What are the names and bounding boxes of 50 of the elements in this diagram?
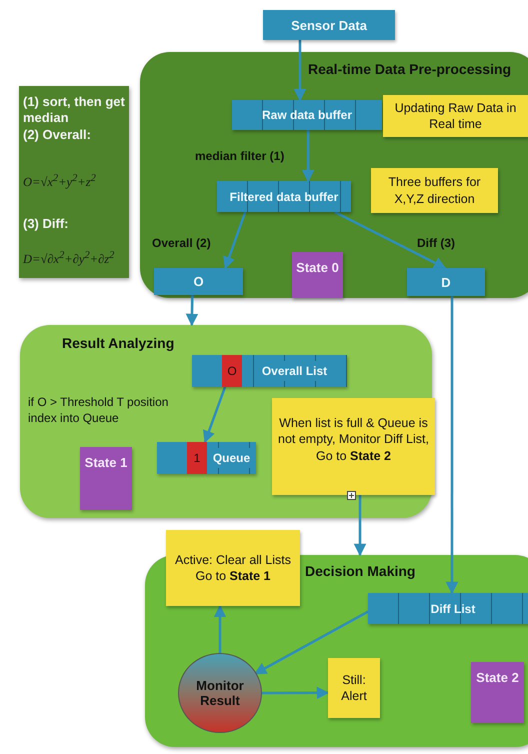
arrow — [202, 386, 226, 444]
formula-panel — [19, 86, 129, 278]
edge-label: Overall (2) — [150, 236, 213, 250]
formula: O=√x$^{2}$+y$^{2}$+z$^{2}$ — [23, 172, 97, 190]
state-box: State 2 — [471, 662, 524, 723]
formula: D=√∂x$^{2}$+∂y$^{2}$+∂z$^{2}$ — [23, 250, 116, 268]
process-box: Sensor Data — [263, 10, 395, 40]
state-box: State 1 — [80, 447, 132, 510]
note-text: Still: Alert — [340, 672, 368, 704]
group-title: Decision Making — [305, 563, 416, 579]
buffer-bar: Diff List — [368, 593, 528, 624]
group-panel — [140, 52, 528, 298]
process-box: D — [407, 268, 485, 296]
note-box — [383, 95, 528, 137]
arrow — [254, 610, 369, 675]
arrow — [334, 210, 446, 270]
group-title: Real-time Data Pre-processing — [308, 61, 512, 77]
monitor-circle: Monitor Result — [178, 653, 262, 733]
index-cell: 1 — [187, 442, 207, 474]
buffer-bar: Filtered data buffer — [217, 181, 351, 212]
arrow — [186, 294, 198, 326]
panel-text: (3) Diff: — [23, 216, 70, 232]
note-box — [371, 168, 498, 213]
edge-label: Diff (3) — [415, 236, 457, 250]
note-box — [328, 658, 380, 718]
arrow — [294, 40, 306, 102]
group-panel — [20, 325, 432, 518]
note-text: Active: Clear all Lists Go to State 1 — [174, 552, 292, 584]
group-panel — [145, 555, 528, 747]
arrow — [262, 686, 330, 700]
edge-label: median filter (1) — [193, 149, 286, 163]
buffer-bar — [192, 355, 347, 387]
buffer-bar: Raw data buffer — [232, 100, 382, 130]
note-text: Updating Raw Data in Real time — [394, 100, 518, 132]
arrow — [302, 130, 314, 182]
arrow — [354, 495, 366, 556]
buffer-bar — [157, 442, 256, 474]
process-box: O — [154, 268, 243, 295]
arrow — [214, 604, 226, 653]
panel-text: (1) sort, then get median — [23, 94, 125, 126]
note-text: When list is full & Queue is not empty, Monitor Diff List, Go to State 2 — [277, 415, 430, 464]
note-box — [166, 530, 300, 606]
panel-text: (2) Overall: — [23, 126, 92, 143]
note-text: if O > Threshold T position index into Queue — [28, 394, 170, 426]
state-box: State 0 — [292, 252, 343, 298]
note-text: Three buffers for X,Y,Z direction — [387, 174, 482, 207]
group-title: Result Analyzing — [62, 335, 174, 351]
arrow — [223, 212, 246, 270]
index-cell: O — [222, 355, 242, 387]
arrow — [446, 296, 458, 594]
